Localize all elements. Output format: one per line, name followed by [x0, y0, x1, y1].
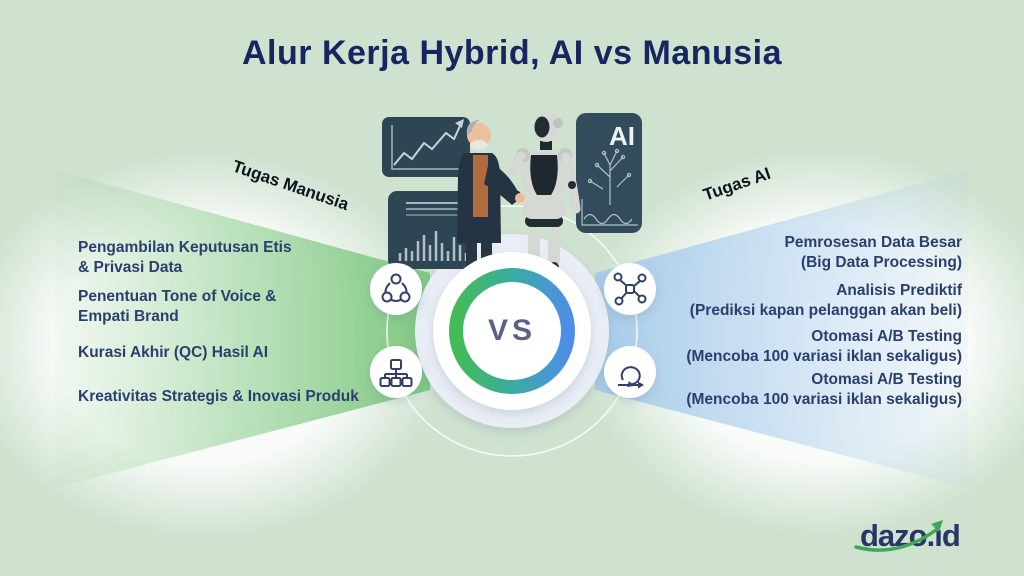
vs-label: VS [487, 314, 537, 347]
molecule-network-icon [604, 263, 656, 315]
list-item: Penentuan Tone of Voice & Empati Brand [78, 288, 277, 325]
list-item: Kurasi Akhir (QC) Hasil AI [78, 344, 269, 361]
halo-circle [386, 205, 638, 457]
ai-panel: AI [576, 113, 642, 233]
page-title: Alur Kerja Hybrid, AI vs Manusia [242, 34, 782, 72]
list-item: Pengambilan Keputusan Etis & Privasi Dat… [78, 239, 292, 276]
share-network-icon [370, 263, 422, 315]
blue-cone [595, 170, 968, 488]
brand-logo: dazo.id [852, 516, 982, 564]
brand-logo-text: dazo.id [860, 518, 961, 553]
line-chart-panel [382, 117, 470, 177]
gradient-ring [449, 268, 575, 394]
list-item: Analisis Prediktif (Prediksi kapan pelan… [689, 282, 962, 319]
iteration-loop-icon [604, 346, 656, 398]
list-item: Otomasi A/B Testing (Mencoba 100 variasi… [686, 328, 962, 365]
list-item: Pemrosesan Data Besar (Big Data Processi… [784, 234, 963, 271]
green-cone [55, 170, 430, 488]
ai-panel-label: AI [609, 121, 635, 151]
list-item: Kreativitas Strategis & Inovasi Produk [78, 388, 359, 405]
circuit-tree-graphic [581, 148, 638, 226]
hierarchy-icon [370, 346, 422, 398]
list-item: Otomasi A/B Testing (Mencoba 100 variasi… [686, 371, 962, 408]
bar-chart-panel [388, 191, 474, 269]
